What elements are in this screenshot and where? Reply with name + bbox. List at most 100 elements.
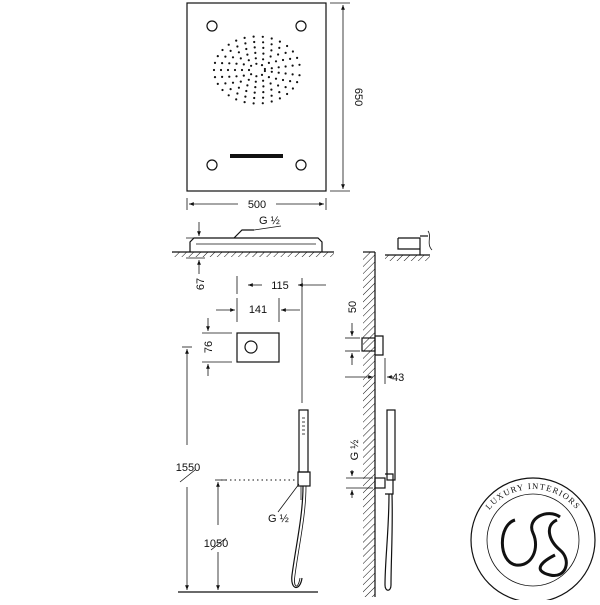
- nozzle-dot: [263, 67, 266, 71]
- nozzle-dot: [278, 91, 281, 94]
- nozzle-dot: [253, 96, 256, 100]
- luxury-interiors-logo: LUXURY INTERIORS: [470, 477, 596, 603]
- nozzle-dot: [267, 76, 270, 79]
- logo-monogram: [500, 512, 568, 577]
- nozzle-dot: [284, 65, 287, 68]
- svg-text:LUXURY INTERIORS: LUXURY INTERIORS: [483, 481, 583, 512]
- nozzle-dot: [245, 89, 248, 93]
- nozzle-dot: [216, 55, 219, 58]
- nozzle-dot: [270, 88, 273, 91]
- nozzle-dot: [267, 61, 270, 64]
- waterfall-slot: [230, 154, 283, 158]
- nozzle-dot: [254, 51, 257, 55]
- nozzle-dot: [231, 81, 235, 84]
- nozzle-dot: [263, 69, 266, 73]
- nozzle-dot: [233, 68, 237, 72]
- nozzle-dot: [213, 61, 217, 64]
- nozzle-dot: [270, 70, 273, 73]
- nozzle-dot: [231, 56, 235, 59]
- nozzle-dot: [298, 63, 301, 66]
- nozzle-dot: [262, 79, 265, 82]
- nozzle-dot: [254, 80, 257, 83]
- nozzle-dot: [274, 60, 278, 63]
- label-outlet-thread-front: G ½: [268, 513, 289, 525]
- nozzle-dot: [255, 62, 258, 65]
- label-outlet-thread-side: G ½: [349, 440, 361, 461]
- label-inlet-thread: G ½: [259, 215, 280, 227]
- dim-mixer-projection: 43: [345, 358, 404, 384]
- nozzle-dot: [278, 46, 281, 50]
- nozzle-dot: [242, 63, 245, 66]
- nozzle-dot: [228, 75, 231, 78]
- nozzle-dot: [262, 96, 265, 99]
- nozzle-dot: [281, 58, 285, 62]
- nozzle-dot: [252, 102, 255, 105]
- nozzle-dot: [281, 78, 285, 82]
- nozzle-dot: [270, 94, 273, 97]
- nozzle-dot: [216, 82, 219, 85]
- nozzle-dot: [247, 78, 250, 81]
- nozzle-dot: [221, 48, 224, 52]
- nozzle-dot: [277, 53, 280, 56]
- nozzle-dot: [289, 57, 292, 61]
- nozzle-dot: [298, 74, 301, 77]
- nozzle-dot: [262, 52, 265, 55]
- nozzle-dot: [286, 44, 289, 48]
- dim-mixer-side-height: 50: [345, 301, 360, 365]
- nozzle-dot: [260, 73, 264, 76]
- nozzle-dot: [244, 42, 247, 45]
- nozzle-dot: [235, 75, 238, 78]
- nozzle-dot: [235, 98, 238, 101]
- label-50: 50: [347, 301, 359, 313]
- dim-panel-width: 500: [186, 198, 327, 211]
- hand-shower-front: [291, 409, 311, 588]
- nozzle-dot: [296, 56, 299, 60]
- nozzle-dot: [255, 75, 258, 78]
- nozzle-dot: [277, 84, 280, 87]
- dim-mixer-width: 141: [216, 298, 300, 322]
- nozzle-dot: [262, 85, 265, 88]
- nozzle-dot: [212, 68, 216, 72]
- nozzle-dot: [246, 84, 249, 87]
- label-500: 500: [248, 199, 266, 211]
- label-1050: 1050: [204, 538, 228, 550]
- dim-ceiling-height: 1550: [176, 346, 200, 590]
- nozzle-dot: [213, 76, 217, 79]
- nozzle-dot: [229, 49, 232, 53]
- nozzle-dot: [229, 88, 232, 91]
- nozzle-dot: [224, 55, 227, 58]
- nozzle-dot: [254, 86, 257, 89]
- nozzle-dot: [284, 51, 287, 55]
- nozzle-dot: [253, 40, 256, 44]
- nozzle-dot: [270, 43, 273, 46]
- nozzle-dot: [236, 92, 239, 95]
- nozzle-dot: [269, 55, 272, 58]
- nozzle-dot: [239, 80, 242, 83]
- logo-ring-text: LUXURY INTERIORS: [483, 481, 582, 512]
- nozzle-dot: [247, 68, 251, 72]
- nozzle-dot: [221, 75, 224, 78]
- dim-mixer-offset: 115: [236, 276, 326, 403]
- nozzle-dot: [269, 82, 272, 85]
- nozzle-dot: [243, 36, 246, 40]
- nozzle-dot: [244, 95, 247, 98]
- nozzle-dot: [270, 49, 273, 52]
- nozzle-dot: [262, 41, 265, 44]
- outlet-marker-front: G ½: [221, 479, 300, 525]
- nozzle-dot: [291, 64, 294, 67]
- nozzle-dot: [227, 43, 230, 46]
- nozzle-dot: [240, 68, 244, 72]
- nozzle-dot: [253, 46, 256, 49]
- thermostatic-mixer-front: [236, 332, 280, 363]
- nozzle-dot: [262, 46, 265, 50]
- label-1550: 1550: [176, 462, 200, 474]
- nozzle-dot: [235, 39, 238, 42]
- label-76: 76: [203, 341, 215, 353]
- rain-nozzles: [212, 35, 301, 105]
- nozzle-dot: [245, 47, 248, 51]
- nozzle-dot: [252, 35, 255, 38]
- nozzle-dot: [291, 73, 294, 76]
- nozzle-dot: [278, 40, 281, 43]
- panel-light-dots: [206, 20, 307, 171]
